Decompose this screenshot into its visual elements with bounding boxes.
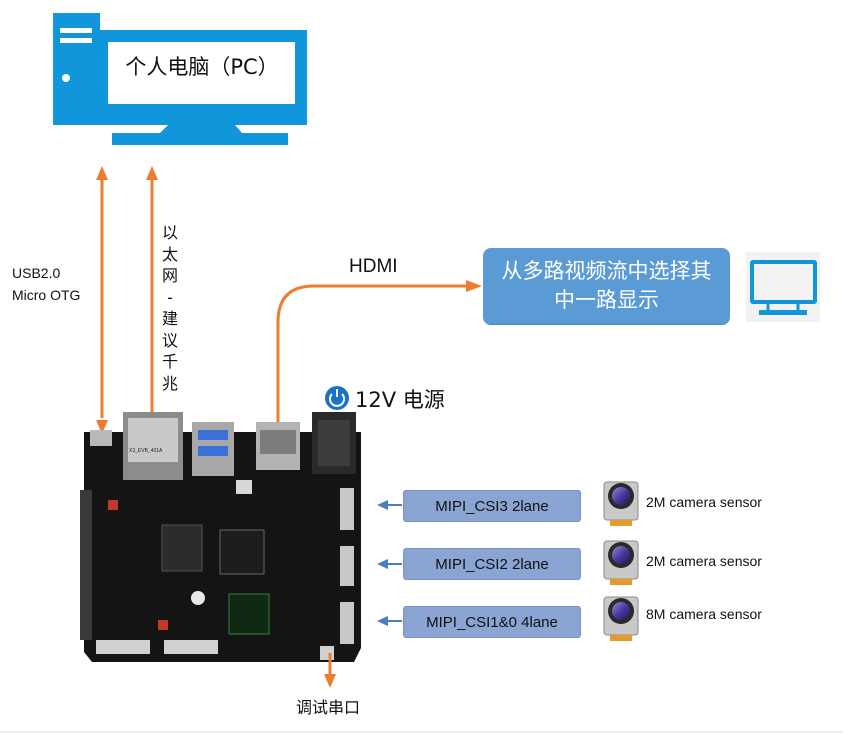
hdmi-label: HDMI [349,256,398,277]
ethernet-char: 兆 [161,373,178,393]
usb-label-line2: Micro OTG [12,287,81,303]
camera-label-1: 2M camera sensor [646,494,762,510]
pc-label: 个人电脑（PC） [125,55,279,79]
monitor-icon [746,252,820,322]
development-board: X3_EVB_401A [80,412,361,662]
ethernet-char: 千 [161,352,178,371]
camera-label-2: 2M camera sensor [646,553,762,569]
ethernet-char: 网 [161,266,178,285]
ethernet-char: 议 [161,330,178,350]
mipi-arrow-1 [377,500,402,510]
usb-label-line1: USB2.0 [12,265,61,281]
mipi-box-csi2: MIPI_CSI2 2lane [403,548,581,580]
display-select-text: 从多路视频流中选择其中一路显示 [501,259,712,312]
usb-arrow-head-bottom [96,420,108,434]
camera-label-3: 8M camera sensor [646,606,762,622]
camera-icon-3 [603,596,639,641]
debug-arrow-head [324,674,336,688]
camera-icon-2 [603,540,639,585]
ethernet-char: - [167,287,173,307]
mipi-box-csi1-0: MIPI_CSI1&0 4lane [403,606,581,638]
ethernet-arrow-head-top [146,166,158,180]
pc-icon [53,13,307,145]
usb-label: USB2.0 Micro OTG [12,262,80,306]
ethernet-char: 建 [161,309,178,328]
board-silkscreen: X3_EVB_401A [129,448,163,454]
ethernet-char: 太 [161,244,178,264]
display-select-box: 从多路视频流中选择其中一路显示 [483,248,730,324]
debug-serial-label: 调试串口 [296,698,361,717]
usb-arrow-head-top [96,166,108,180]
power-icon [325,386,349,410]
mipi-box-csi3: MIPI_CSI3 2lane [403,490,581,522]
camera-icon-1 [603,481,639,526]
ethernet-label: 以 太 网 - 建 议 千 兆 [160,222,180,394]
ethernet-char: 以 [161,223,178,242]
hdmi-arrow-head [466,280,482,292]
mipi-arrow-2 [377,559,402,569]
mipi-arrow-3 [377,616,402,626]
hdmi-link-arrow [276,284,468,428]
power-label: 12V 电源 [355,388,445,412]
